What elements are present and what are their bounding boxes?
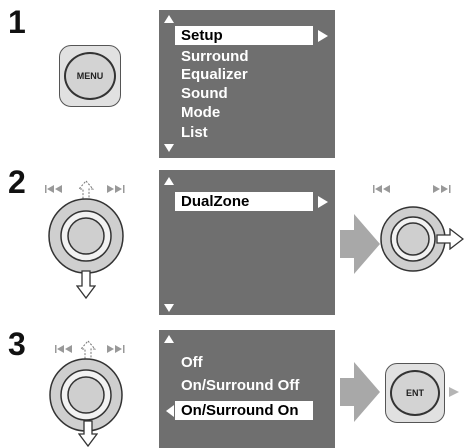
control-dial[interactable] [46, 196, 126, 276]
prev-track-icon [55, 345, 72, 353]
process-arrow-icon [340, 214, 380, 274]
next-indicator-icon [449, 387, 459, 397]
menu-item[interactable]: Mode [181, 104, 221, 121]
scroll-up-icon [164, 15, 174, 23]
menu-button-label: MENU [76, 71, 104, 81]
submenu-icon [318, 30, 328, 42]
menu-screen-3: Off On/Surround Off On/Surround On [159, 330, 335, 448]
menu-item-selected[interactable]: Setup [175, 26, 313, 45]
menu-screen-2: DualZone [159, 170, 335, 315]
step-number-3: 3 [8, 326, 26, 362]
menu-screen-1: Setup Surround Equalizer Sound Mode List [159, 10, 335, 158]
control-dial[interactable] [378, 204, 448, 274]
next-track-icon [107, 345, 125, 353]
menu-item-selected-label: Setup [181, 27, 223, 44]
menu-item[interactable]: List [181, 124, 208, 141]
ent-button-label: ENT [406, 388, 424, 398]
menu-item[interactable]: Surround [181, 48, 249, 65]
menu-item-selected-label: DualZone [181, 193, 250, 210]
right-arrow-icon [436, 228, 464, 250]
step-number-2: 2 [8, 164, 26, 200]
back-icon [166, 405, 174, 417]
next-track-icon [433, 185, 451, 193]
menu-button[interactable]: MENU [59, 45, 121, 107]
next-track-icon [107, 185, 125, 193]
menu-item-selected-label: On/Surround On [181, 402, 299, 419]
process-arrow-icon [340, 362, 380, 422]
prev-track-icon [373, 185, 390, 193]
scroll-up-icon [164, 335, 174, 343]
menu-item[interactable]: Sound [181, 85, 228, 102]
ent-button-face [390, 370, 440, 416]
down-arrow-icon [76, 270, 96, 300]
control-dial[interactable] [46, 356, 126, 434]
menu-item[interactable]: On/Surround Off [181, 377, 300, 394]
down-arrow-icon [78, 420, 98, 448]
scroll-down-icon [164, 144, 174, 152]
prev-track-icon [45, 185, 62, 193]
menu-item-selected[interactable]: DualZone [175, 192, 313, 211]
menu-button-face [64, 52, 116, 100]
submenu-icon [318, 196, 328, 208]
menu-item-selected[interactable]: On/Surround On [175, 401, 313, 420]
menu-item[interactable]: Equalizer [181, 66, 248, 83]
ent-button[interactable]: ENT [385, 363, 445, 423]
step-number-1: 1 [8, 4, 26, 40]
scroll-up-icon [164, 177, 174, 185]
scroll-down-icon [164, 304, 174, 312]
menu-item[interactable]: Off [181, 354, 203, 371]
